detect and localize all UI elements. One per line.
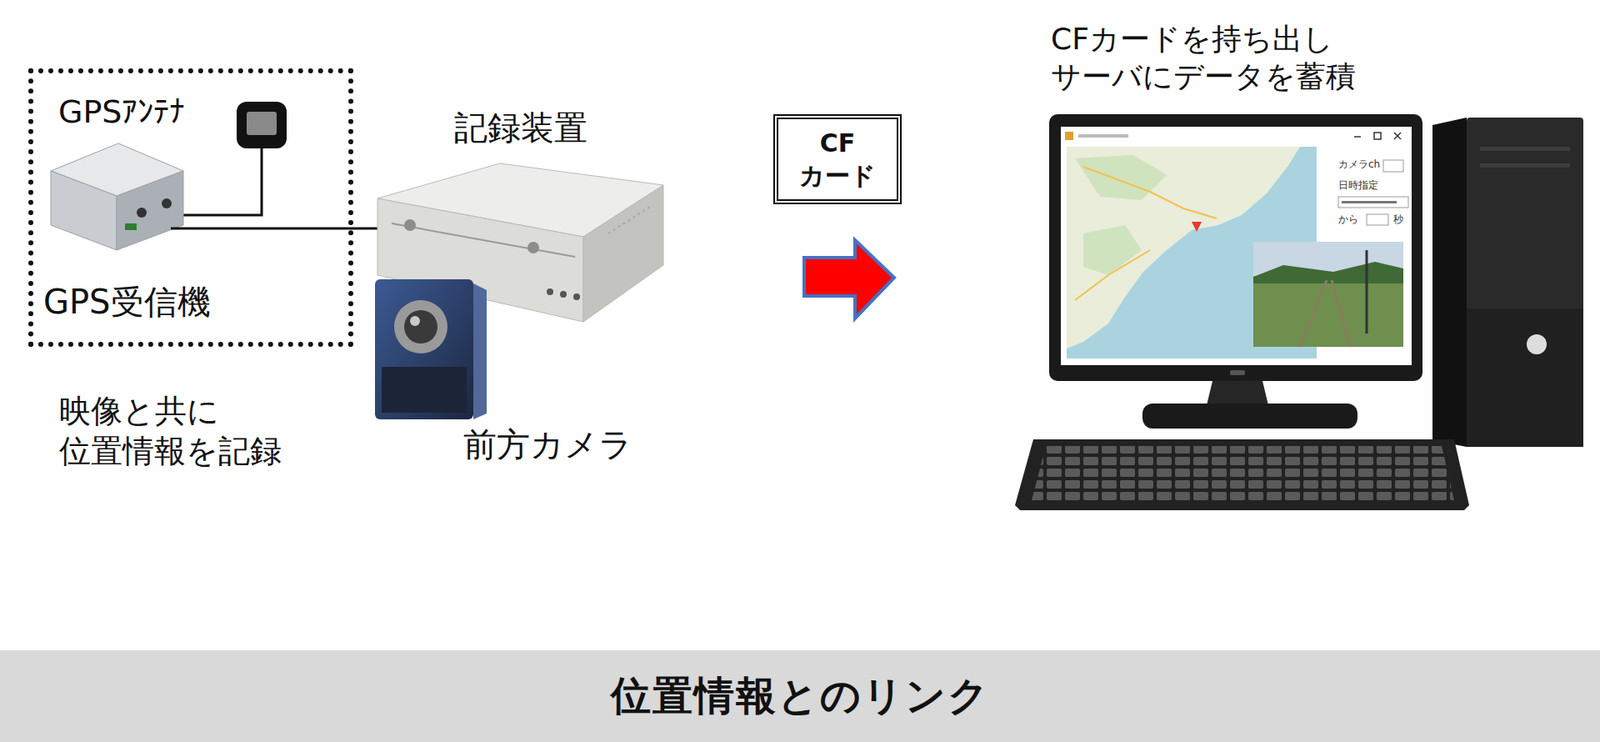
window-close [1394, 132, 1401, 140]
thumbnail-trees [1253, 261, 1404, 284]
window-min [1354, 135, 1361, 138]
monitor-neck [1206, 380, 1269, 405]
pc-tower [1432, 117, 1584, 447]
cf-card-box: CF カード [773, 114, 902, 205]
receiver-side [116, 170, 184, 250]
recorder-port [560, 290, 567, 298]
date-value [1341, 200, 1397, 204]
gps-receiver [50, 143, 184, 250]
part-name: 前方カメラ [463, 423, 633, 465]
recorder-side [583, 185, 664, 322]
window-icon [1065, 131, 1074, 140]
monitor-frame [1049, 114, 1423, 381]
monitor-logo [1230, 370, 1245, 375]
keyboard-keys [1031, 445, 1455, 500]
box-label: CF カード [799, 126, 876, 192]
tower-lower [1466, 308, 1584, 447]
dotted-group-box: GPSｱﾝﾃﾅ GPS受信機 [28, 68, 354, 347]
receiver-connector [161, 198, 172, 209]
receiver-front [50, 170, 117, 250]
camera-lens-inner [404, 310, 438, 344]
tower-side [1432, 117, 1467, 447]
camera-lens-glint [410, 315, 420, 326]
map-forest [1083, 225, 1142, 275]
flow-arrow [804, 240, 895, 319]
monitor-screen [1060, 126, 1412, 365]
camera-base [381, 366, 467, 413]
recorder-port [546, 288, 554, 295]
ui-label: カメラch [1338, 158, 1380, 171]
note-text: 映像と共に 位置情報を記録 [59, 391, 282, 471]
keyboard-body [1015, 439, 1470, 510]
receiver-wire [170, 227, 380, 230]
map-road [1083, 166, 1217, 219]
window-title-bar [1078, 134, 1129, 138]
thumbnail-rails [1300, 280, 1350, 347]
map-road [1075, 250, 1150, 300]
tower-bay [1480, 163, 1570, 168]
recorder-slot [391, 223, 575, 257]
camera-body [375, 279, 474, 420]
front-camera [375, 279, 487, 420]
part-name: GPSｱﾝﾃﾅ [58, 93, 185, 132]
antenna-wire [176, 148, 262, 215]
date-field [1338, 196, 1409, 208]
keyboard [1015, 439, 1470, 510]
power-button [1526, 334, 1547, 355]
title: 位置情報とのリンク [0, 650, 1600, 742]
ui-label: 秒 [1393, 213, 1404, 226]
antenna-face [246, 111, 277, 135]
monitor [1049, 114, 1423, 429]
recorder-knob [527, 241, 540, 254]
camera-side [473, 283, 487, 420]
window-max [1374, 132, 1381, 140]
monitor-base [1142, 403, 1358, 429]
recorder-port [573, 293, 580, 300]
receiver-led [125, 223, 137, 230]
antenna-body [236, 101, 287, 149]
part-name: GPS受信機 [43, 281, 211, 322]
recorder-knob [404, 219, 416, 231]
note-text: CFカードを持ち出し サーバにデータを蓄積 [1050, 20, 1356, 95]
ui-label: から [1338, 213, 1359, 226]
thumbnail-pole [1365, 250, 1369, 334]
ui-label: 日時指定 [1338, 179, 1379, 192]
recorder-vent [608, 206, 650, 234]
tower-front [1466, 117, 1584, 447]
map-marker [1191, 221, 1202, 232]
tower-bay [1480, 146, 1570, 151]
gps-antenna [236, 101, 287, 149]
dropdown [1383, 160, 1404, 172]
dropdown [1366, 214, 1389, 225]
receiver-connector [136, 207, 147, 218]
camera-lens [394, 300, 448, 354]
title-band: 位置情報とのリンク [0, 650, 1600, 742]
video-thumbnail [1253, 241, 1404, 347]
part-name: 記録装置 [454, 106, 588, 149]
